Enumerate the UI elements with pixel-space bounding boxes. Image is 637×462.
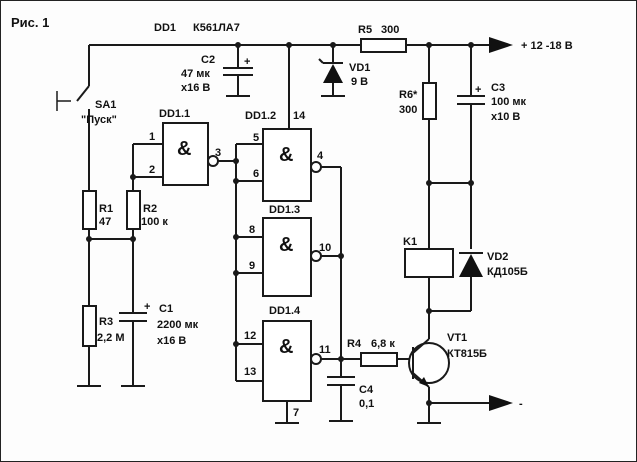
resistor-r1 bbox=[82, 190, 97, 306]
dd12-pin-vcc: 14 bbox=[293, 110, 306, 122]
c4-ref: C4 bbox=[359, 384, 374, 396]
dd13-symbol: & bbox=[279, 234, 293, 256]
r1-ref: R1 bbox=[99, 203, 113, 215]
plus-terminal-arrow bbox=[489, 37, 513, 53]
capacitor-c4 bbox=[327, 359, 355, 422]
k1-ref: K1 bbox=[403, 236, 417, 248]
dd14-pin-in2: 13 bbox=[244, 366, 256, 378]
resistor-r6 bbox=[422, 45, 437, 249]
capacitor-c3 bbox=[457, 45, 485, 183]
dd14-symbol: & bbox=[279, 336, 293, 358]
r6-value: 300 bbox=[399, 104, 417, 116]
figure-title: Рис. 1 bbox=[11, 15, 49, 30]
c4-value: 0,1 bbox=[359, 398, 374, 410]
dd11-symbol: & bbox=[177, 138, 191, 160]
c2-value: 47 мк bbox=[181, 68, 210, 80]
gate-dd1-2 bbox=[262, 128, 341, 202]
c2-voltage: x16 В bbox=[181, 82, 210, 94]
vd2-ref: VD2 bbox=[487, 251, 508, 263]
r2-ref: R2 bbox=[143, 203, 157, 215]
chip-ref-label: DD1 bbox=[154, 22, 176, 34]
r5-ref: R5 bbox=[358, 24, 372, 36]
vd1-value: 9 В bbox=[351, 76, 368, 88]
dd12-pin-in1: 5 bbox=[253, 132, 259, 144]
c1-ref: C1 bbox=[159, 303, 173, 315]
vt1-type: КТ815Б bbox=[447, 348, 487, 360]
c2-ref: C2 bbox=[201, 54, 215, 66]
vt1-ref: VT1 bbox=[447, 332, 467, 344]
c3-plus: + bbox=[475, 84, 481, 96]
sa1-ref: SA1 bbox=[95, 99, 116, 111]
dd14-name: DD1.4 bbox=[269, 305, 301, 317]
dd12-pin-out: 4 bbox=[317, 150, 324, 162]
transistor-vt1 bbox=[408, 311, 450, 424]
dd11-name: DD1.1 bbox=[159, 108, 190, 120]
dd14-pin-out: 11 bbox=[319, 344, 331, 356]
dd12-symbol: & bbox=[279, 144, 293, 166]
diode-vd2 bbox=[459, 252, 483, 311]
dd11-pin-in2: 2 bbox=[149, 164, 155, 176]
r4-value: 6,8 к bbox=[371, 338, 395, 350]
dd11-pin-out: 3 bbox=[215, 147, 221, 159]
dd14-pin-gnd: 7 bbox=[293, 407, 299, 419]
c1-value: 2200 мк bbox=[157, 319, 199, 331]
vd1-ref: VD1 bbox=[349, 62, 370, 74]
r2-value: 100 к bbox=[141, 216, 168, 228]
chip-type-label: К561ЛА7 bbox=[193, 22, 240, 34]
dd13-name: DD1.3 bbox=[269, 204, 300, 216]
dd11-pin-in1: 1 bbox=[149, 131, 155, 143]
minus-terminal-arrow bbox=[489, 395, 513, 411]
r4-ref: R4 bbox=[347, 338, 362, 350]
switch-sa1[interactable] bbox=[56, 85, 90, 191]
resistor-r3 bbox=[77, 305, 101, 387]
c3-voltage: x10 В bbox=[491, 111, 520, 123]
r1-value: 47 bbox=[99, 216, 111, 228]
r5-value: 300 bbox=[381, 24, 399, 36]
c3-value: 100 мк bbox=[491, 96, 527, 108]
gate-dd1-1 bbox=[162, 122, 236, 186]
zener-vd1 bbox=[318, 45, 345, 97]
c1-plus: + bbox=[144, 301, 150, 313]
gate-dd1-3 bbox=[262, 217, 341, 297]
c1-voltage: x16 В bbox=[157, 335, 186, 347]
capacitor-c2 bbox=[223, 45, 253, 97]
supply-minus-label: - bbox=[519, 398, 523, 410]
dd13-pin-in2: 9 bbox=[249, 260, 255, 272]
capacitor-c1 bbox=[119, 312, 147, 387]
r6-ref: R6* bbox=[399, 89, 418, 101]
resistor-r2 bbox=[126, 144, 141, 313]
supply-plus-label: + 12 -18 В bbox=[521, 40, 573, 52]
resistor-r4 bbox=[360, 352, 413, 367]
dd13-pin-in1: 8 bbox=[249, 224, 255, 236]
c2-plus: + bbox=[244, 56, 250, 68]
resistor-r5 bbox=[360, 38, 407, 53]
relay-k1 bbox=[404, 248, 454, 311]
dd14-pin-in1: 12 bbox=[244, 330, 256, 342]
c3-ref: C3 bbox=[491, 82, 505, 94]
r3-value: 2,2 М bbox=[97, 332, 125, 344]
top-supply-rail bbox=[88, 44, 493, 86]
gate-dd1-4 bbox=[262, 320, 361, 424]
dd12-pin-in2: 6 bbox=[253, 168, 259, 180]
dd13-pin-out: 10 bbox=[319, 242, 331, 254]
dd12-name: DD1.2 bbox=[245, 110, 276, 122]
r3-ref: R3 bbox=[99, 316, 113, 328]
sa1-name: "Пуск" bbox=[81, 114, 117, 126]
vd2-value: КД105Б bbox=[487, 266, 528, 278]
